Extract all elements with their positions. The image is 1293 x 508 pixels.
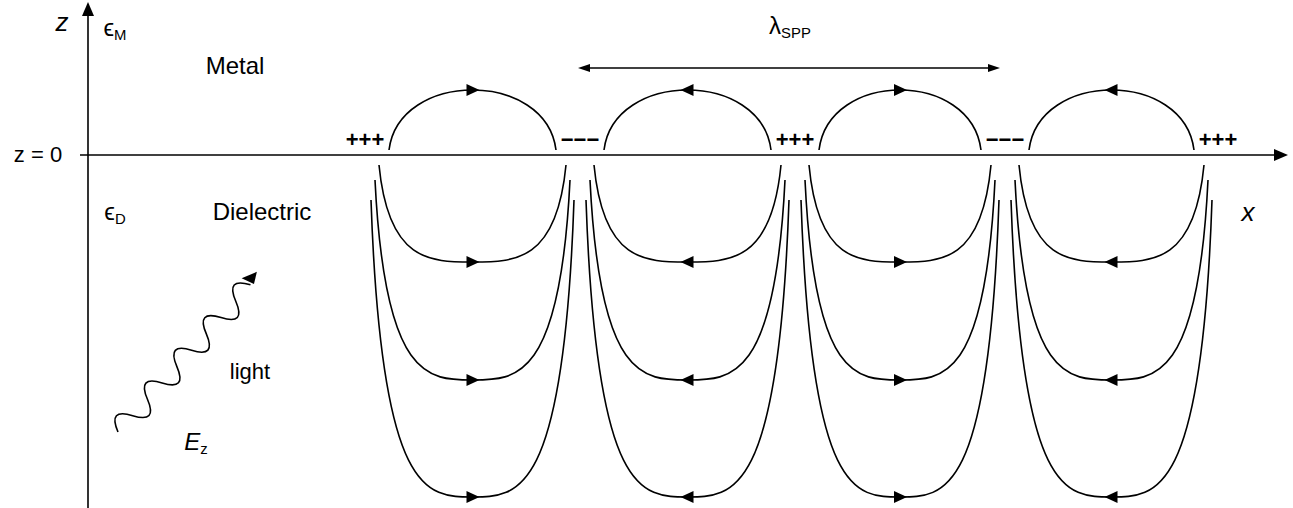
- dielectric-field-line: [805, 180, 995, 380]
- dielectric-field-line: [590, 180, 785, 380]
- metal-field-line: [389, 90, 556, 150]
- dielectric-field-line: [371, 200, 574, 497]
- subscript: M: [114, 27, 126, 43]
- arrow-head: [578, 64, 590, 72]
- arrow-head: [894, 84, 907, 96]
- arrow-head: [1105, 256, 1118, 268]
- field-label: Ez: [184, 430, 207, 454]
- field-lines: [371, 84, 1212, 503]
- arrow-head: [894, 374, 907, 386]
- arrow-head: [681, 374, 694, 386]
- charge-label: +++: [1199, 129, 1238, 151]
- wave-line: [109, 277, 259, 440]
- arrow-head: [894, 256, 907, 268]
- arrow-head: [1274, 149, 1288, 161]
- light-label: light: [230, 361, 270, 383]
- dielectric-field-line: [586, 200, 789, 497]
- wavelength-label: λSPP: [769, 14, 811, 38]
- charge-label: −−−: [561, 129, 600, 151]
- region-label: Metal: [206, 54, 265, 78]
- arrow-head: [681, 491, 694, 503]
- dielectric-field-line: [594, 165, 781, 262]
- light-wave: [109, 266, 269, 440]
- dielectric-field-line: [801, 200, 999, 497]
- symbol: E: [184, 428, 200, 455]
- charge-label: +++: [776, 129, 815, 151]
- subscript: z: [200, 441, 207, 457]
- dielectric-field-line: [1015, 180, 1208, 380]
- arrow-head: [681, 256, 694, 268]
- metal-field-line: [1029, 90, 1194, 150]
- arrow-head: [467, 256, 480, 268]
- arrow-head: [894, 491, 907, 503]
- axes: [80, 8, 1278, 508]
- x-axis: [80, 154, 1278, 156]
- axis-heads: [82, 2, 1288, 161]
- arrow-head: [467, 84, 480, 96]
- axis-label: z: [56, 9, 69, 35]
- arrow-head: [1105, 374, 1118, 386]
- z-axis: [87, 8, 89, 508]
- arrow-head: [988, 64, 1000, 72]
- dielectric-field-line: [1011, 200, 1212, 497]
- permittivity-label: ϵM: [103, 16, 126, 40]
- symbol: ϵ: [103, 14, 114, 41]
- axis-label: x: [1242, 199, 1255, 225]
- arrow-head: [82, 2, 94, 16]
- symbol: ϵ: [104, 198, 115, 225]
- arrow-head: [681, 84, 694, 96]
- arrow-head: [242, 267, 262, 287]
- dielectric-field-line: [1019, 165, 1204, 262]
- charge-label: +++: [346, 129, 385, 151]
- region-label: Dielectric: [213, 200, 312, 224]
- subscript: SPP: [781, 25, 811, 41]
- arrow-head: [1105, 84, 1118, 96]
- symbol: λ: [769, 12, 781, 39]
- dielectric-field-line: [809, 165, 991, 262]
- charge-label: −−−: [986, 129, 1025, 151]
- interface-label: z = 0: [14, 144, 62, 166]
- arrow-head: [1105, 491, 1118, 503]
- metal-field-line: [604, 90, 771, 150]
- arrow-head: [467, 374, 480, 386]
- permittivity-label: ϵD: [104, 200, 125, 224]
- wavelength-bar: [586, 67, 992, 69]
- dielectric-field-line: [375, 180, 570, 380]
- subscript: D: [115, 211, 126, 227]
- dielectric-field-line: [379, 165, 566, 262]
- arrow-head: [467, 491, 480, 503]
- metal-field-line: [819, 90, 981, 150]
